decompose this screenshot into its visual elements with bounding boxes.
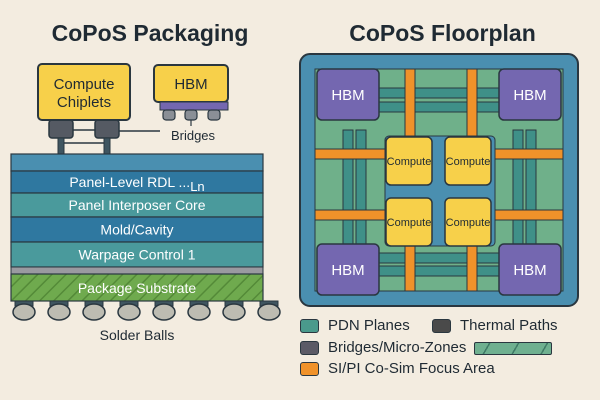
hbm-bumps xyxy=(162,109,221,126)
layer-label-3: Mold/Cavity xyxy=(100,222,173,238)
layer-2 xyxy=(10,192,264,218)
compute-chiplets-block xyxy=(37,63,131,121)
solder-ball xyxy=(187,303,211,321)
solder-ball xyxy=(152,303,176,321)
floorplan-title: CoPoS Floorplan xyxy=(349,20,536,46)
compute-chips xyxy=(385,136,492,247)
legend-swatch-pdn xyxy=(300,319,319,333)
legend-swatch-bridges xyxy=(300,341,319,355)
legend-label-si-pi: SI/PI Co-Sim Focus Area xyxy=(328,360,495,377)
compute-chiplets-label-1: Compute xyxy=(54,76,115,93)
bridges-label: Bridges xyxy=(171,128,216,143)
compute-label-1: Compute xyxy=(387,156,432,168)
compute-label-2: Compute xyxy=(446,156,491,168)
gray-separator xyxy=(10,266,264,275)
packaging-diagram: Compute Chiplets HBM Bridges Panel-Level… xyxy=(10,63,281,343)
solder-balls-label: Solder Balls xyxy=(100,327,175,343)
floorplan-diagram: Compute Compute Compute Compute HBM HBM … xyxy=(299,53,579,307)
compute-label-3: Compute xyxy=(387,217,432,229)
legend-label-thermal: Thermal Paths xyxy=(460,317,558,334)
layer-label-1: Panel-Level RDL ...Ln xyxy=(69,174,204,194)
compute-bumps xyxy=(48,119,160,155)
solder-ball xyxy=(117,303,141,321)
layer-3 xyxy=(10,216,264,243)
layer-label-4: Warpage Control 1 xyxy=(79,247,196,263)
legend-swatch-si-pi xyxy=(300,362,319,376)
hbm-stacks xyxy=(316,68,562,296)
legend-swatch-thermal xyxy=(432,319,451,333)
solder-ball xyxy=(12,303,36,321)
hbm-label: HBM xyxy=(174,76,207,93)
legend-label-bridges: Bridges/Micro-Zones xyxy=(328,339,467,356)
hbm-base xyxy=(159,101,229,111)
packaging-title: CoPoS Packaging xyxy=(51,20,249,46)
solder-balls xyxy=(12,300,281,321)
solder-ball xyxy=(47,303,71,321)
hbm-label-tr: HBM xyxy=(513,87,546,104)
solder-ball xyxy=(222,303,246,321)
hbm-label-bl: HBM xyxy=(331,262,364,279)
legend-label-pdn: PDN Planes xyxy=(328,317,410,334)
hbm-label-tl: HBM xyxy=(331,87,364,104)
layer-label-2: Panel Interposer Core xyxy=(69,197,206,213)
layer-4 xyxy=(10,241,264,268)
package-substrate-label: Package Substrate xyxy=(78,280,197,296)
layer-0 xyxy=(10,153,264,172)
legend-swatch-hatched xyxy=(474,342,552,355)
hbm-label-br: HBM xyxy=(513,262,546,279)
compute-label-4: Compute xyxy=(446,217,491,229)
solder-ball xyxy=(257,303,281,321)
solder-ball xyxy=(82,303,106,321)
compute-chiplets-label-2: Chiplets xyxy=(57,94,111,111)
pdn-planes xyxy=(342,87,537,277)
si-pi-focus-areas xyxy=(314,68,564,292)
